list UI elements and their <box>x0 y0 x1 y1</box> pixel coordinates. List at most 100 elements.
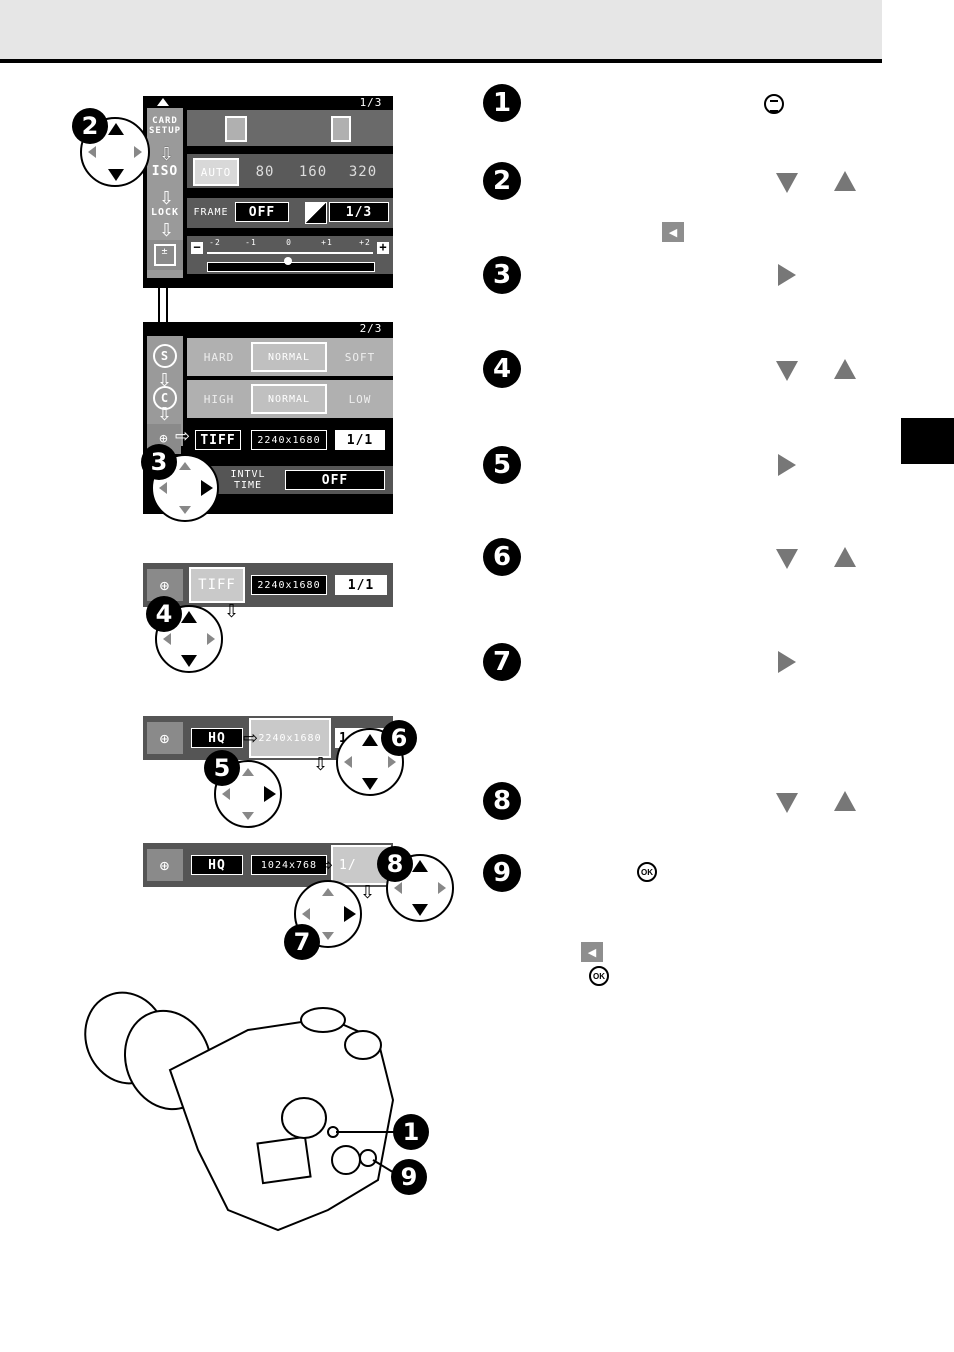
right-arrow-icon <box>344 906 356 922</box>
down-arrow-icon: ⇩ <box>159 188 175 209</box>
down-arrow-icon <box>776 361 798 381</box>
ev-marker <box>284 257 292 265</box>
right-arrow-icon <box>201 480 213 496</box>
right-arrow-icon: ⇨ <box>318 855 334 876</box>
iso-option-160: 160 <box>298 164 328 180</box>
down-arrow-icon <box>179 506 191 514</box>
left-arrow-icon <box>344 756 352 768</box>
iso-option-auto: AUTO <box>193 158 239 186</box>
right-arrow-icon <box>778 454 796 476</box>
scroll-up-icon <box>157 98 169 106</box>
format-value: HQ <box>191 728 243 748</box>
record-mode-strip-3: ⊕ HQ 1024x768 1/ <box>143 843 393 887</box>
arrow-pad <box>331 1145 361 1175</box>
left-arrow-icon <box>222 788 230 800</box>
right-arrow-icon <box>388 756 396 768</box>
page-indicator: 2/3 <box>359 321 383 335</box>
up-arrow-icon <box>322 888 334 896</box>
down-arrow-icon: ⇩ <box>157 370 173 391</box>
sharpness-normal: NORMAL <box>251 342 327 372</box>
step-7-number: 7 <box>483 643 521 681</box>
up-arrow-icon <box>834 791 856 811</box>
iso-option-320: 320 <box>348 164 378 180</box>
ok-button-icon: OK <box>637 862 657 882</box>
down-arrow-icon: ⇩ <box>159 144 175 165</box>
right-arrow-icon <box>438 882 446 894</box>
interval-value: OFF <box>285 470 385 490</box>
sharpness-hard: HARD <box>203 350 235 364</box>
iso-option-80: 80 <box>255 164 275 180</box>
figure-number-9: 9 <box>391 1159 427 1195</box>
format-value: HQ <box>191 855 243 875</box>
resolution-value: 2240x1680 <box>251 430 327 450</box>
card-setup-row <box>187 110 393 146</box>
figure-number-3: 3 <box>141 444 177 480</box>
minus-icon: − <box>191 241 203 254</box>
up-arrow-icon <box>412 860 428 872</box>
step-1-number: 1 <box>483 84 521 122</box>
up-arrow-icon <box>834 547 856 567</box>
up-arrow-icon <box>834 359 856 379</box>
ev-step-value: 1/3 <box>329 202 389 222</box>
up-arrow-icon <box>834 171 856 191</box>
tab-exposure: ± <box>147 240 183 270</box>
resolution-value: 2240x1680 <box>249 718 331 758</box>
up-arrow-icon <box>362 734 378 746</box>
scale-label-plus1: +1 <box>321 237 333 247</box>
right-arrow-icon: ⇨ <box>243 728 259 749</box>
ev-step-icon <box>305 202 327 224</box>
up-arrow-icon <box>181 611 197 623</box>
down-arrow-icon <box>776 173 798 193</box>
arrow-pad-8 <box>386 854 454 922</box>
step-2-number: 2 <box>483 162 521 200</box>
format-value: TIFF <box>195 430 241 450</box>
down-arrow-icon <box>108 169 124 181</box>
down-arrow-icon <box>242 812 254 820</box>
card-icon-b <box>331 116 351 142</box>
right-arrow-icon: ⇨ <box>175 426 191 447</box>
record-mode-strip-1: ⊕ TIFF 2240x1680 1/1 <box>143 563 393 607</box>
ok-button-icon: OK <box>589 966 609 986</box>
top-dial <box>344 1030 382 1060</box>
tab-contrast: C <box>153 386 177 410</box>
figure-number-7: 7 <box>284 924 320 960</box>
tab-sharpness: S <box>153 344 177 368</box>
left-arrow-icon <box>302 908 310 920</box>
up-arrow-icon <box>108 123 124 135</box>
compression-value: 1/1 <box>335 430 385 450</box>
header-band <box>0 0 882 59</box>
down-arrow-icon <box>362 778 378 790</box>
back-icon: ◀ <box>662 222 684 242</box>
interval-label: INTVL TIME <box>230 469 266 491</box>
tab-card-setup: CARD SETUP <box>148 116 182 136</box>
plus-icon: + <box>377 241 389 254</box>
down-arrow-icon: ⇩ <box>157 404 173 425</box>
down-arrow-icon <box>412 904 428 916</box>
right-arrow-icon <box>778 264 796 286</box>
scale-label-minus2: -2 <box>209 237 221 247</box>
step-3-number: 3 <box>483 256 521 294</box>
exposure-comp-icon: ± <box>154 244 176 266</box>
tab-iso: ISO <box>151 163 179 179</box>
right-arrow-icon <box>778 651 796 673</box>
up-arrow-icon <box>179 462 191 470</box>
down-arrow-icon <box>181 655 197 667</box>
left-arrow-icon <box>394 882 402 894</box>
record-mode-icon: ⊕ <box>147 569 183 601</box>
scale-label-minus1: -1 <box>245 237 257 247</box>
contrast-high: HIGH <box>203 392 235 406</box>
figure-number-2: 2 <box>72 108 108 144</box>
eyepiece <box>281 1097 327 1139</box>
left-arrow-icon <box>159 482 167 494</box>
mode-dial <box>300 1007 346 1033</box>
page-indicator: 1/3 <box>359 95 383 109</box>
step-6-number: 6 <box>483 538 521 576</box>
section-tab <box>901 418 954 464</box>
contrast-low: LOW <box>348 392 372 406</box>
figure-number-4: 4 <box>146 596 182 632</box>
scale-label-0: 0 <box>286 237 292 247</box>
camera-illustration <box>84 991 397 1232</box>
left-arrow-icon <box>163 633 171 645</box>
down-arrow-icon <box>776 793 798 813</box>
figure-number-8: 8 <box>377 846 413 882</box>
